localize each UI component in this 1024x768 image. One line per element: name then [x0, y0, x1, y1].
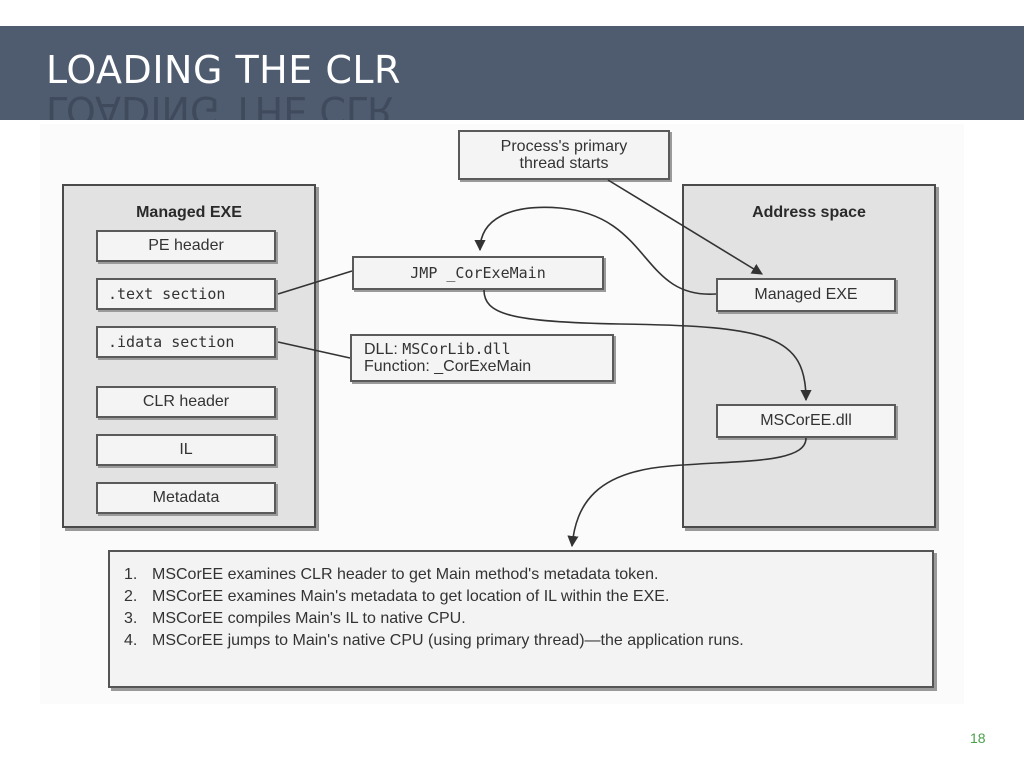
- managed-exe-panel-title: Managed EXE: [136, 204, 242, 221]
- jmp-to-mscoree-arrow: [483, 289, 812, 402]
- text-section-to-jmp-line: [277, 270, 353, 295]
- step-number: 4.: [124, 632, 138, 649]
- slide-title: LOADING THE CLR: [46, 48, 401, 92]
- mscoree-to-steps-arrow: [567, 437, 807, 548]
- dll-function-box: DLL: MSCorLib.dll Function: _CorExeMain: [350, 334, 614, 382]
- process-thread-line-2: thread starts: [519, 155, 609, 172]
- step-item: 4. MSCorEE jumps to Main's native CPU (u…: [124, 630, 918, 652]
- steps-box: 1. MSCorEE examines CLR header to get Ma…: [108, 550, 934, 688]
- pe-header-item: PE header: [96, 230, 276, 262]
- page-number: 18: [970, 730, 986, 746]
- dll-label: DLL:: [364, 341, 403, 358]
- step-text: MSCorEE examines CLR header to get Main …: [152, 566, 659, 583]
- mscoree-dll-box: MSCorEE.dll: [716, 404, 896, 438]
- step-number: 1.: [124, 566, 138, 583]
- function-line: Function: _CorExeMain: [364, 358, 532, 375]
- step-text: MSCorEE examines Main's metadata to get …: [152, 588, 670, 605]
- metadata-item: Metadata: [96, 482, 276, 514]
- managed-exe-to-jmp-arrow: [474, 206, 717, 295]
- step-item: 2. MSCorEE examines Main's metadata to g…: [124, 586, 918, 608]
- slide-title-reflection: LOADING THE CLR: [46, 88, 394, 120]
- step-text: MSCorEE jumps to Main's native CPU (usin…: [152, 632, 744, 649]
- step-item: 1. MSCorEE examines CLR header to get Ma…: [124, 564, 918, 586]
- dll-name: MSCorLib.dll: [402, 340, 511, 358]
- step-number: 2.: [124, 588, 138, 605]
- clr-loading-diagram: Process's primary thread starts Managed …: [40, 124, 964, 704]
- jmp-corexemain-box: JMP _CorExeMain: [352, 256, 604, 290]
- dll-line: DLL: MSCorLib.dll: [364, 340, 511, 359]
- title-bar: LOADING THE CLR LOADING THE CLR: [0, 26, 1024, 120]
- step-number: 3.: [124, 610, 138, 627]
- text-section-item: .text section: [96, 278, 276, 310]
- address-space-managed-exe-box: Managed EXE: [716, 278, 896, 312]
- process-to-managed-exe-arrow: [607, 179, 763, 275]
- step-item: 3. MSCorEE compiles Main's IL to native …: [124, 608, 918, 630]
- idata-section-item: .idata section: [96, 326, 276, 358]
- clr-header-item: CLR header: [96, 386, 276, 418]
- address-space-panel-title: Address space: [752, 204, 866, 221]
- process-thread-line-1: Process's primary: [500, 138, 628, 155]
- step-text: MSCorEE compiles Main's IL to native CPU…: [152, 610, 466, 627]
- connector-arrows: [277, 179, 812, 548]
- address-space-panel: Address space: [682, 184, 936, 528]
- idata-section-to-dll-line: [277, 341, 351, 359]
- process-thread-box: Process's primary thread starts: [458, 130, 670, 180]
- il-item: IL: [96, 434, 276, 466]
